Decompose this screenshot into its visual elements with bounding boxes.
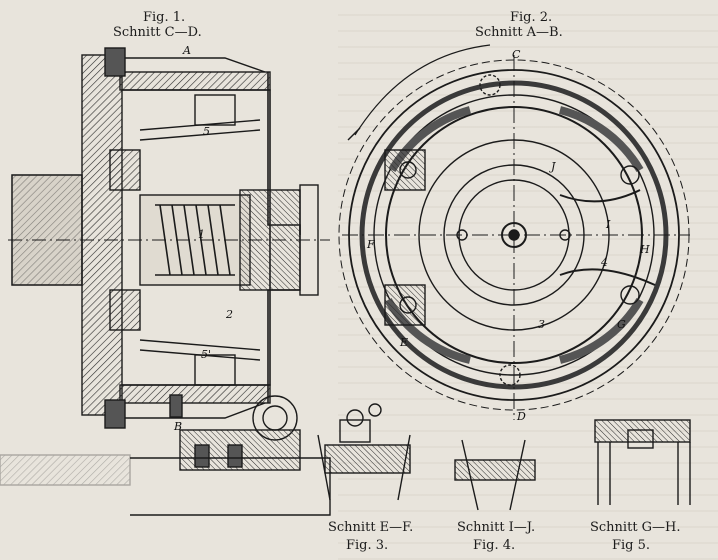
label-b: B bbox=[174, 420, 183, 433]
fig4-section-label: Schnitt I—J. bbox=[457, 520, 536, 535]
fig2-number: Fig. 2. bbox=[510, 10, 553, 25]
label-g: G bbox=[617, 318, 626, 331]
label-c: C bbox=[512, 48, 521, 61]
label-e: E bbox=[400, 336, 409, 349]
label-num-5-prime: 5' bbox=[201, 348, 212, 361]
fig4-number: Fig. 4. bbox=[473, 538, 516, 553]
fig1-drawing bbox=[0, 47, 331, 516]
fig5-drawing bbox=[594, 419, 691, 505]
fig2-drawing bbox=[338, 44, 690, 420]
label-i: I bbox=[606, 218, 611, 231]
label-num-4: 4 bbox=[601, 256, 608, 269]
label-a: A bbox=[183, 44, 191, 57]
fig1-number: Fig. 1. bbox=[143, 10, 186, 25]
fig3-number: Fig. 3. bbox=[346, 538, 389, 553]
label-num-2: 2 bbox=[226, 308, 233, 321]
label-num-5: 5 bbox=[203, 125, 210, 138]
fig4-drawing bbox=[454, 439, 536, 511]
fig1-section-label: Schnitt C—D. bbox=[113, 25, 202, 40]
label-num-3: 3 bbox=[538, 318, 545, 331]
label-num-1: 1 bbox=[198, 228, 205, 241]
fig3-section-label: Schnitt E—F. bbox=[328, 520, 414, 535]
label-f: F bbox=[367, 238, 375, 251]
fig3-drawing bbox=[317, 403, 411, 501]
fig2-section-label: Schnitt A—B. bbox=[475, 25, 563, 40]
label-h: H bbox=[640, 243, 650, 256]
label-d: D bbox=[517, 410, 526, 423]
label-j: J bbox=[551, 160, 556, 173]
fig5-section-label: Schnitt G—H. bbox=[590, 520, 681, 535]
fig5-number: Fig 5. bbox=[612, 538, 651, 553]
